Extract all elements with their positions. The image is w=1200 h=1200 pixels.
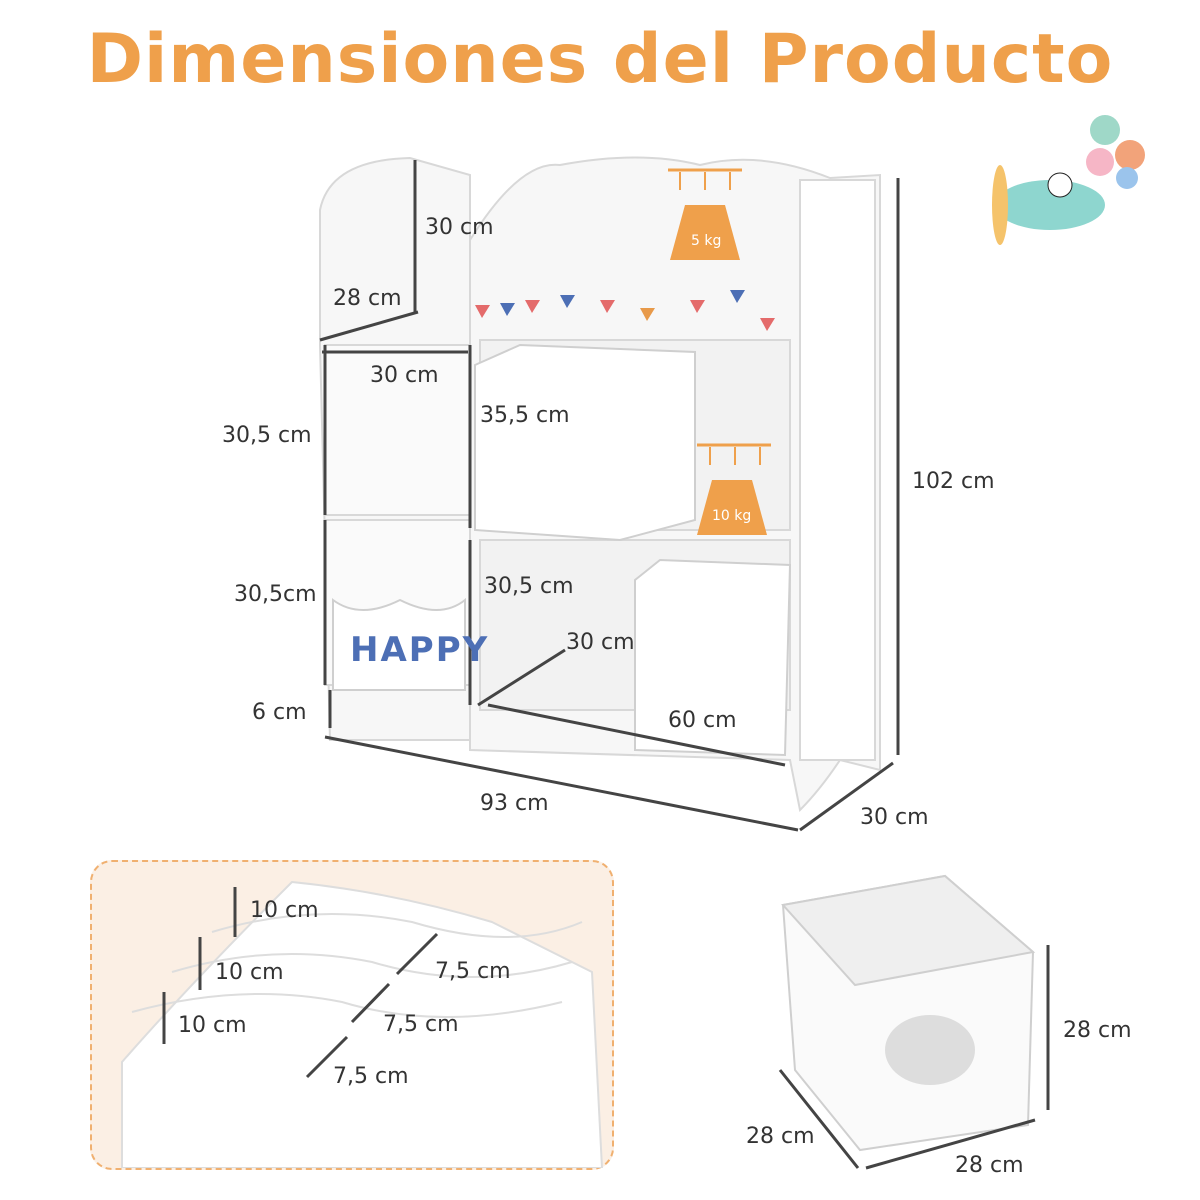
bin-width-label-small: 28 cm [955, 1153, 1024, 1178]
total-width-label: 93 cm [480, 791, 549, 816]
dimension-lines [319, 160, 900, 832]
load-shelf-label: 10 kg [712, 508, 752, 524]
bin-height-label: 28 cm [1063, 1018, 1132, 1043]
center-height-label: 30,5 cm [484, 574, 574, 599]
top-depth-label: 28 cm [333, 286, 402, 311]
total-height-label: 102 cm [912, 469, 995, 494]
top-height-label: 30 cm [425, 215, 494, 240]
inset-depth-3: 7,5 cm [333, 1064, 409, 1089]
weight-icon-top [668, 168, 742, 260]
leg-height-label: 6 cm [252, 700, 307, 725]
airplane-balloon-decoration [992, 115, 1145, 245]
page-title: Dimensiones del Producto [86, 20, 1114, 99]
weight-icon-shelf [697, 443, 771, 535]
bottom-width-label: 60 cm [668, 708, 737, 733]
bin-depth-label: 28 cm [746, 1124, 815, 1149]
bin-width-label: 35,5 cm [480, 403, 570, 428]
total-depth-label: 30 cm [860, 805, 929, 830]
inset-height-3: 10 cm [178, 1013, 247, 1038]
cube-height-upper-label: 30,5 cm [222, 423, 312, 448]
detail-inset: 10 cm 10 cm 10 cm 7,5 cm 7,5 cm 7,5 cm [90, 860, 614, 1170]
inset-depth-2: 7,5 cm [383, 1012, 459, 1037]
inset-height-2: 10 cm [215, 960, 284, 985]
inset-illustration [121, 880, 604, 1168]
cube-width-label: 30 cm [370, 363, 439, 388]
storage-bin [778, 874, 1050, 1170]
inset-depth-1: 7,5 cm [435, 959, 511, 984]
inset-height-1: 10 cm [250, 898, 319, 923]
happy-decor-bin: HAPPY [350, 630, 490, 670]
bunting-decoration [475, 290, 775, 331]
fabric-bins [332, 343, 792, 757]
center-depth-label: 30 cm [566, 630, 635, 655]
cube-height-lower-label: 30,5cm [234, 582, 317, 607]
load-top-label: 5 kg [691, 233, 722, 249]
